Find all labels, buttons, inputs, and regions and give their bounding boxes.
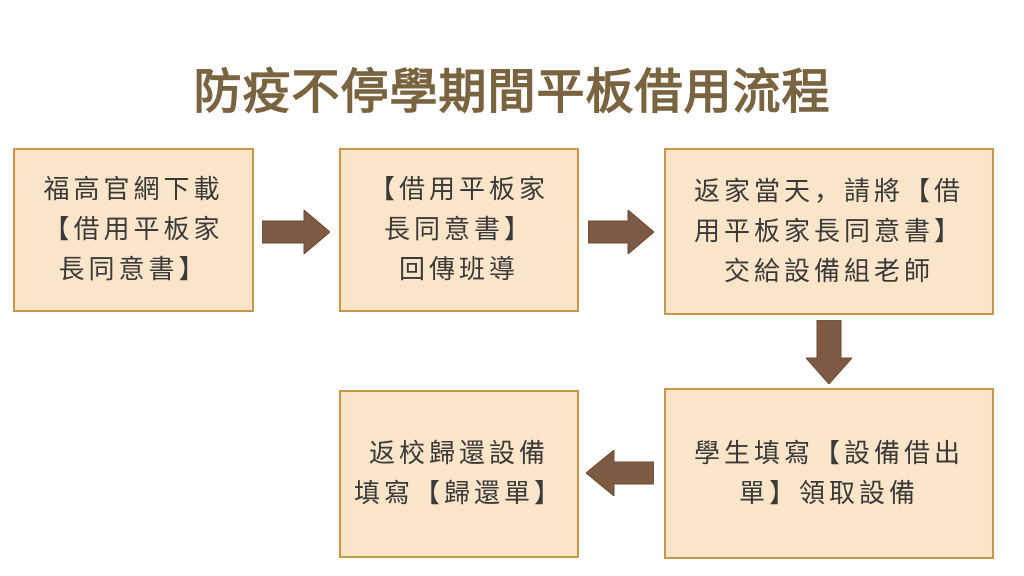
step-5-return-equipment: 返校歸還設備 填寫【歸還單】 bbox=[339, 390, 579, 558]
step-1-download-consent-form: 福高官網下載 【借用平板家 長同意書】 bbox=[13, 148, 254, 312]
arrow-left-icon bbox=[586, 450, 654, 496]
arrow-right-icon bbox=[262, 210, 330, 254]
step-2-return-to-homeroom-teacher: 【借用平板家 長同意書】 回傳班導 bbox=[339, 148, 579, 312]
step-3-submit-to-equipment-teacher: 返家當天，請將【借 用平板家長同意書】 交給設備組老師 bbox=[664, 148, 994, 315]
arrow-down-icon bbox=[806, 320, 852, 384]
diagram-title: 防疫不停學期間平板借用流程 bbox=[193, 64, 831, 120]
step-4-fill-borrow-form: 學生填寫【設備借出 單】領取設備 bbox=[664, 388, 994, 559]
arrow-right-icon bbox=[588, 210, 654, 254]
